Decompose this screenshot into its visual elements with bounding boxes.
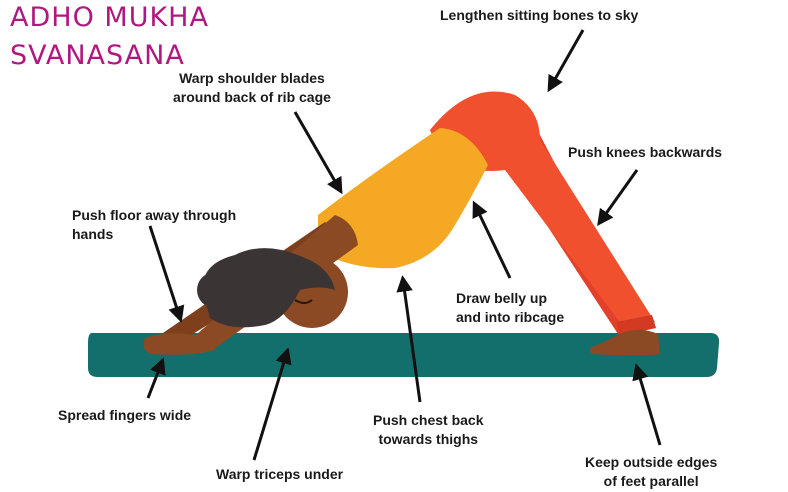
foot	[589, 329, 660, 356]
label-keep-edges-line-2: of feet parallel	[603, 473, 699, 489]
label-push-chest: Push chest back towards thighs	[373, 411, 484, 449]
label-warp-shoulder: Warp shoulder blades around back of rib …	[173, 69, 331, 107]
left-leg	[430, 91, 655, 334]
arrow-push-floor	[148, 225, 185, 323]
label-warp-shoulder-line-1: Warp shoulder blades	[179, 70, 325, 86]
arrow-draw-belly	[472, 200, 512, 279]
label-keep-edges-line-1: Keep outside edges	[585, 454, 718, 470]
label-keep-edges: Keep outside edges of feet parallel	[585, 453, 717, 491]
label-push-knees: Push knees backwards	[568, 144, 723, 160]
pose-title-line-1: ADHO MUKHA	[10, 2, 209, 33]
label-warp-shoulder-line-2: around back of rib cage	[173, 89, 331, 105]
label-warp-triceps: Warp triceps under	[216, 466, 344, 482]
arrow-push-knees	[597, 169, 639, 227]
hair-bun	[197, 272, 233, 308]
yoga-mat	[88, 333, 720, 377]
pose-title-line-2: SVANASANA	[10, 40, 185, 71]
pant-cuff	[616, 315, 656, 336]
arrow-keep-edges	[632, 363, 662, 446]
arrow-warp-triceps	[252, 347, 292, 461]
label-push-floor-line-2: hands	[72, 226, 114, 242]
label-draw-belly: Draw belly up and into ribcage	[456, 289, 564, 327]
arrow-push-chest	[396, 275, 422, 403]
label-push-floor: Push floor away through hands	[72, 206, 236, 244]
label-draw-belly-line-2: and into ribcage	[456, 309, 565, 325]
label-draw-belly-line-1: Draw belly up	[456, 290, 548, 306]
label-spread-fingers: Spread fingers wide	[58, 407, 192, 423]
torso-top	[318, 128, 488, 269]
face-detail	[294, 299, 313, 304]
hand	[143, 333, 215, 355]
arrow-spread-fingers	[146, 357, 166, 399]
label-push-chest-line-2: towards thighs	[378, 431, 479, 447]
label-lengthen: Lengthen sitting bones to sky	[440, 7, 639, 23]
hair	[203, 248, 335, 328]
label-push-chest-line-1: Push chest back	[373, 412, 484, 428]
label-push-floor-line-1: Push floor away through	[72, 207, 237, 223]
arrow-lengthen	[547, 29, 585, 93]
arrow-warp-shoulder	[293, 111, 343, 195]
